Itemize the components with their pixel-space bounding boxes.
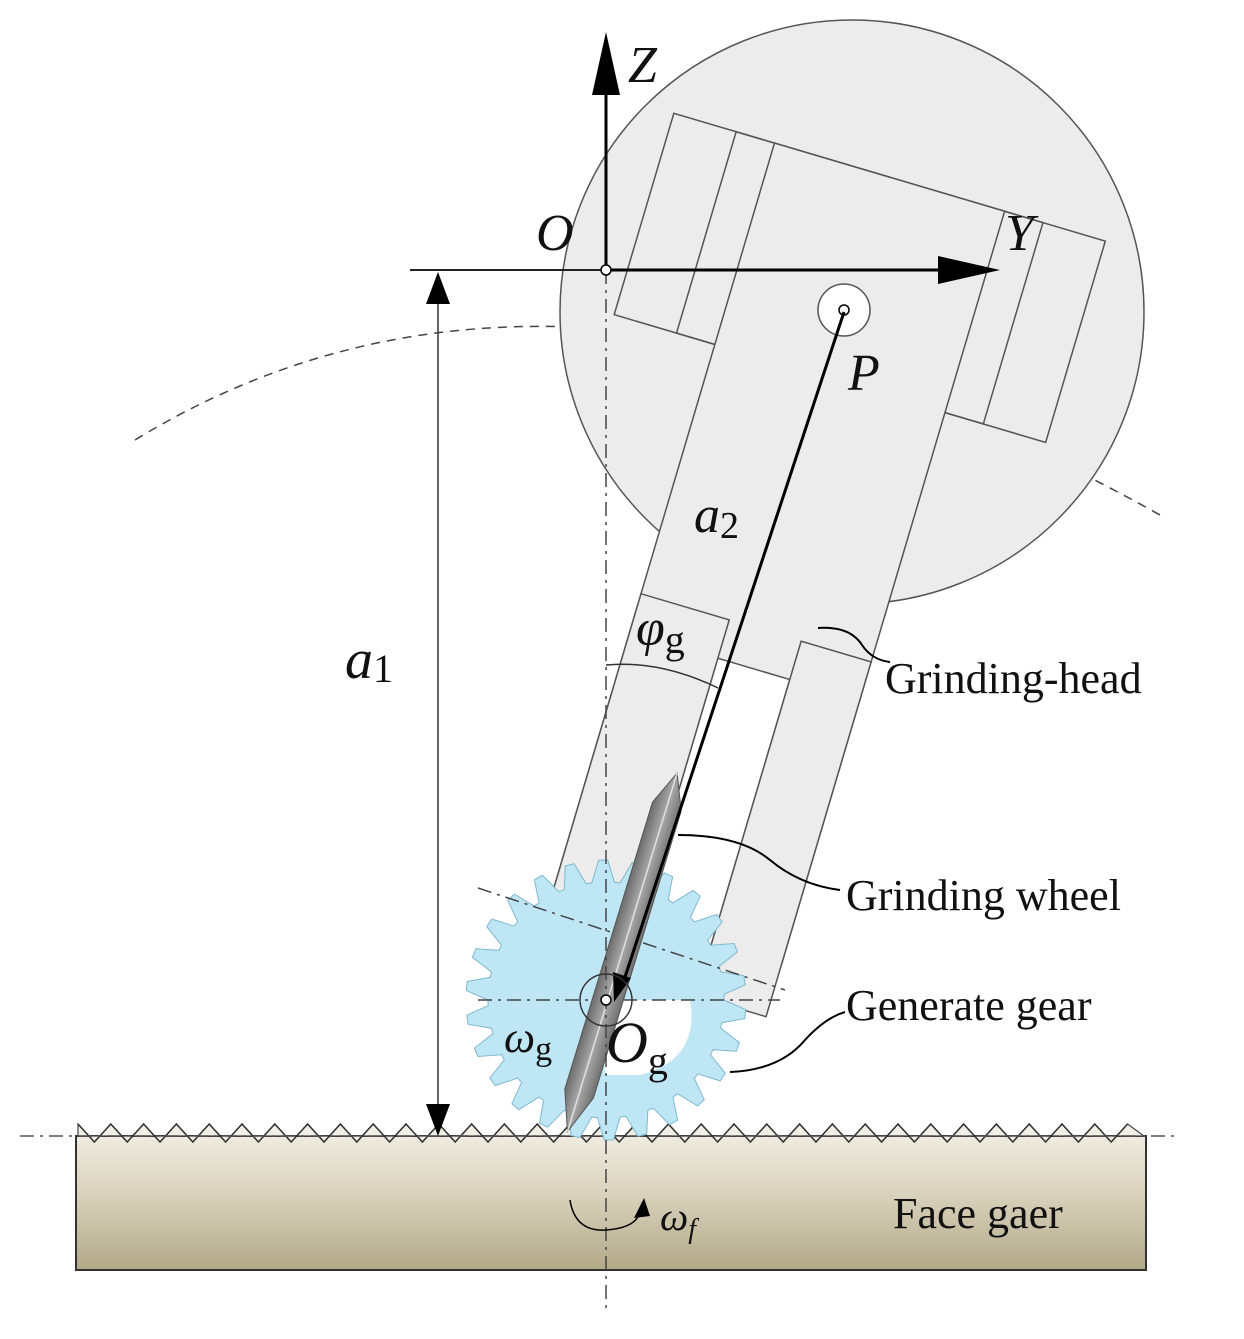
generate-gear-leader <box>729 1011 846 1073</box>
omega-g-label: ωg <box>504 1013 552 1068</box>
face-gear-label: Face gaer <box>893 1189 1063 1238</box>
a1-arrow-top <box>426 272 450 304</box>
omega-f-label: ωf <box>660 1194 699 1245</box>
omega-f-arrowhead <box>634 1198 650 1218</box>
phi-g-label: φg <box>636 600 685 662</box>
gear-center-line-tilt <box>477 887 786 991</box>
y-axis-label: Y <box>1005 205 1039 262</box>
phi-g-arc <box>605 663 719 689</box>
og-inner <box>600 994 612 1006</box>
a2-line <box>622 311 846 981</box>
grinding-wheel-leader <box>677 834 841 891</box>
a2-label: a2 <box>694 487 739 547</box>
generate-gear-hub <box>600 1000 692 1075</box>
grinding-wheel-label: Grinding wheel <box>846 871 1121 920</box>
point-p-label: P <box>847 345 880 402</box>
z-axis-label: Z <box>628 37 658 94</box>
grinding-head-assembly <box>546 112 1107 1018</box>
y-axis-arrowhead <box>938 256 1000 284</box>
og-label: Og <box>606 1010 668 1083</box>
generate-gear-label: Generate gear <box>846 981 1092 1030</box>
a1-label: a1 <box>345 629 393 691</box>
grinding-head-label: Grinding-head <box>885 654 1142 703</box>
face-gear-body <box>75 1135 1147 1271</box>
og-outer <box>579 973 633 1027</box>
omega-f-rotation-arrow <box>569 1199 641 1231</box>
z-axis-arrowhead <box>592 32 620 95</box>
grinding-head-leader <box>817 626 891 663</box>
a1-arrow-bottom <box>426 1104 450 1136</box>
origin-label: O <box>536 205 574 262</box>
a2-arrowhead <box>613 972 631 1002</box>
origin-marker <box>600 264 612 276</box>
